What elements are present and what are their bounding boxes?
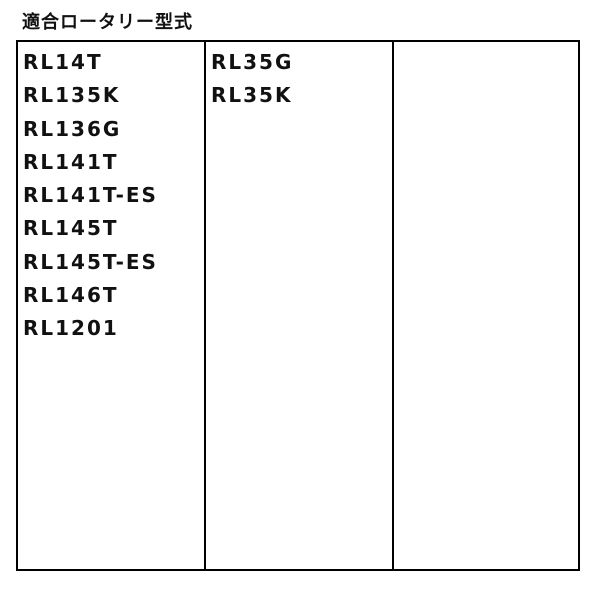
page-title: 適合ロータリー型式 — [22, 12, 193, 33]
model-item: RL136G — [23, 116, 122, 141]
model-item: RL141T — [23, 149, 119, 174]
column-1: RL14T RL135K RL136G RL141T RL141T-ES RL1… — [18, 42, 206, 569]
model-item: RL35K — [211, 83, 293, 108]
model-item: RL146T — [23, 283, 119, 308]
model-table: RL14T RL135K RL136G RL141T RL141T-ES RL1… — [16, 40, 580, 571]
model-item: RL145T — [23, 216, 119, 241]
model-item: RL35G — [211, 50, 294, 74]
model-item: RL135K — [23, 83, 121, 108]
model-item: RL14T — [23, 50, 103, 74]
model-item: RL141T-ES — [23, 183, 158, 208]
column-2: RL35G RL35K — [206, 42, 394, 569]
model-item: RL145T-ES — [23, 249, 158, 274]
column-3 — [394, 42, 578, 569]
model-item: RL1201 — [23, 316, 119, 341]
